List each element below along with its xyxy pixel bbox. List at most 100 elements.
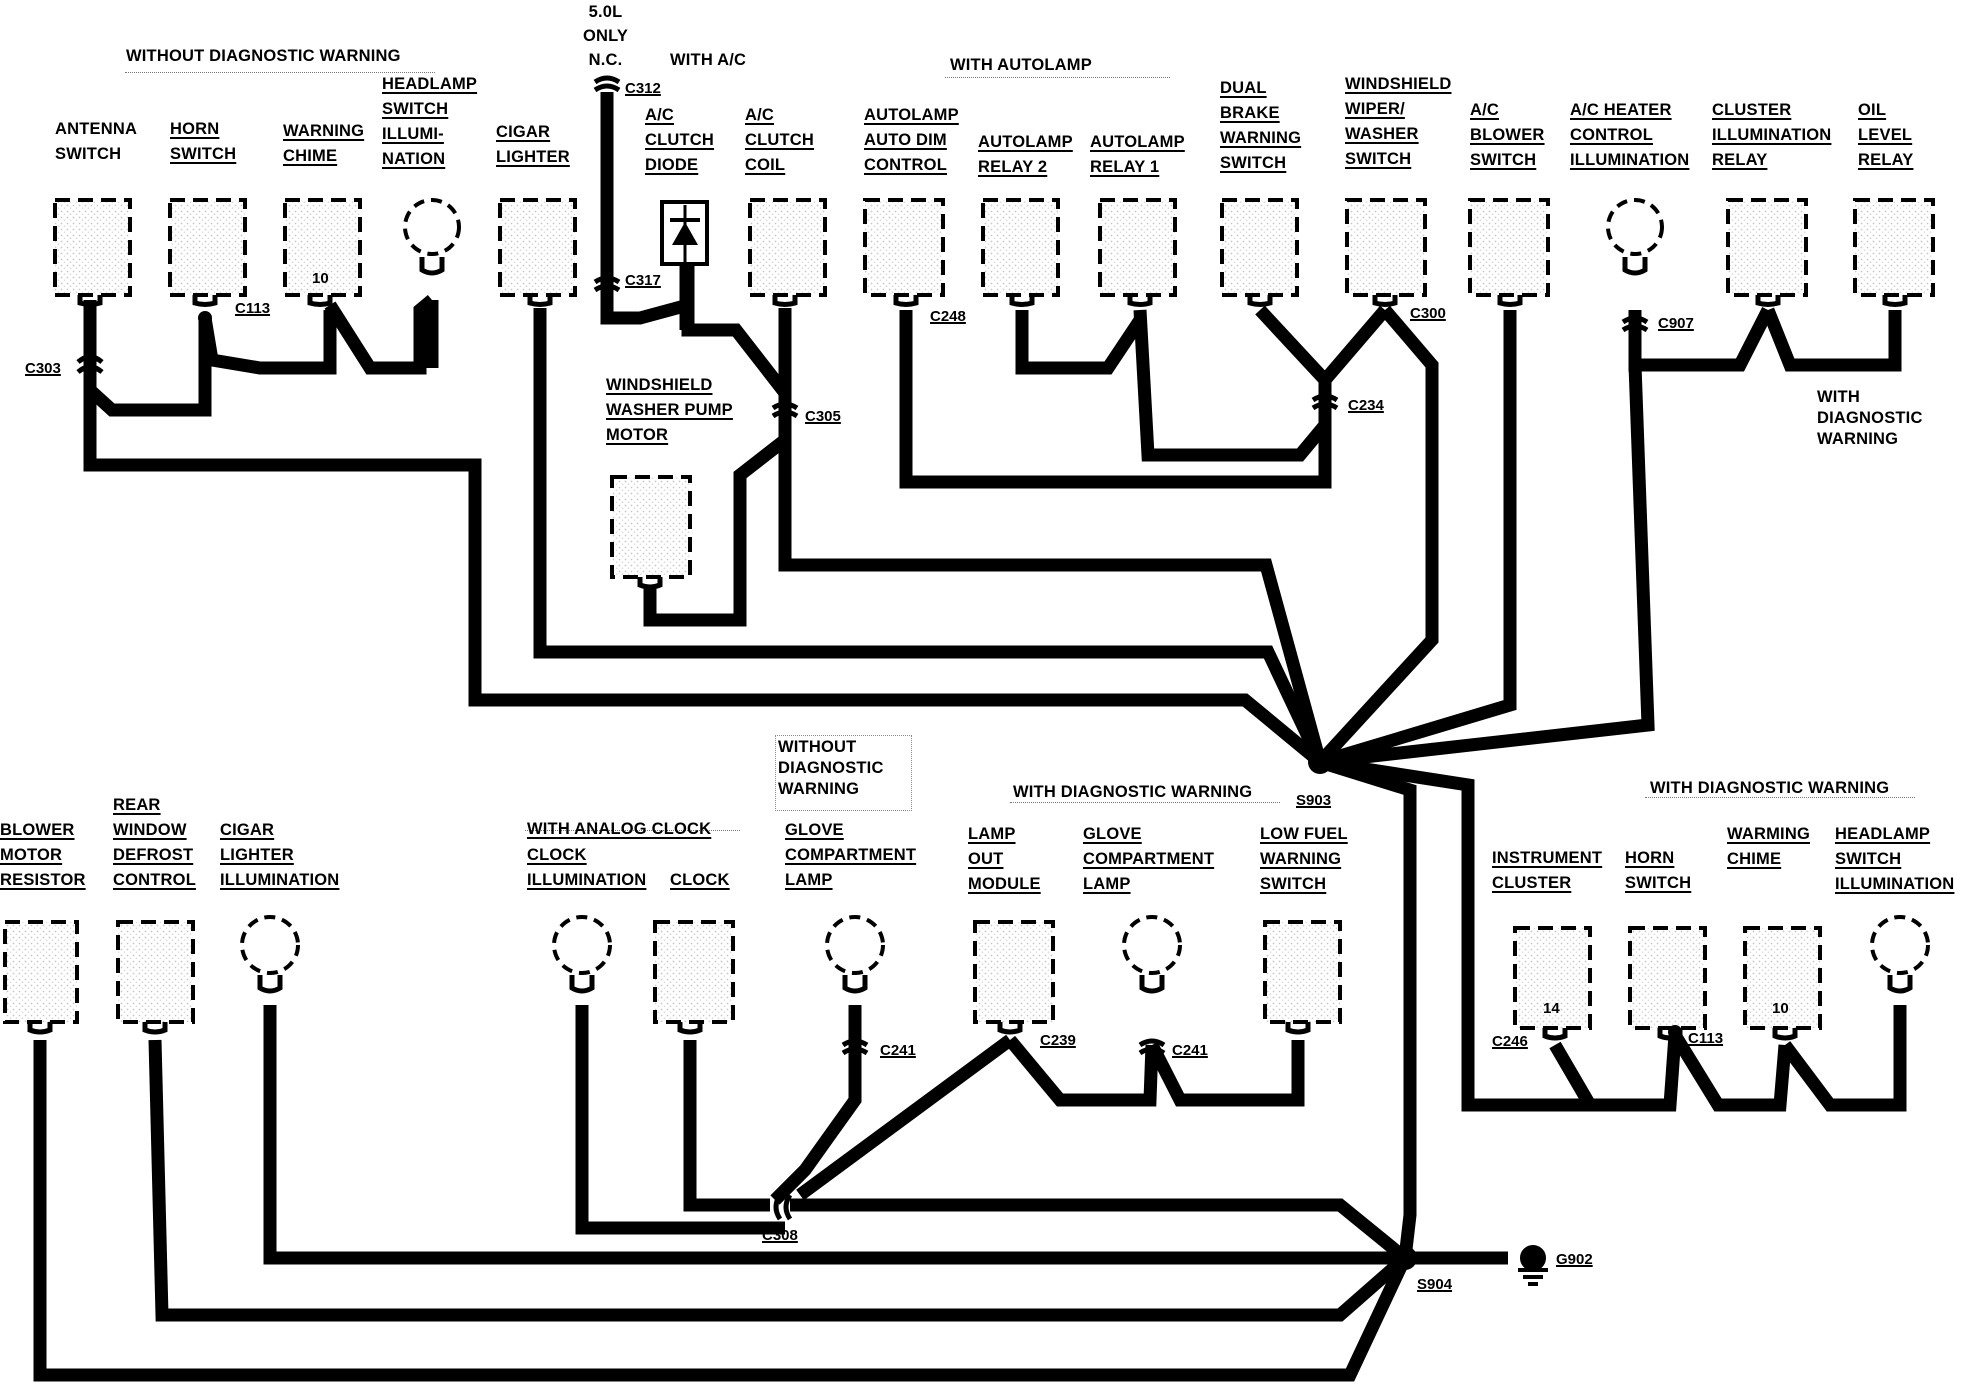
clock-box (653, 920, 735, 1024)
with-diag-mid-divider (1010, 802, 1280, 803)
dual-brake-box (1220, 198, 1299, 297)
label-instrument-cluster: INSTRUMENT CLUSTER (1492, 849, 1603, 892)
connector-c113-top: C113 (235, 300, 271, 317)
label-warming-chime: WARMING CHIME (1727, 825, 1810, 868)
group-title-with-analog-clock: WITH ANALOG CLOCK (527, 820, 712, 838)
ac-blower-box (1468, 198, 1550, 297)
group-title-5-0l-only: 5.0L ONLY N.C. (583, 3, 629, 69)
glove-lamp-b-bulb (1122, 915, 1182, 975)
blower-resistor-box (3, 920, 79, 1024)
group-title-with-diag-mid: WITH DIAGNOSTIC WARNING (1013, 783, 1253, 801)
connector-c241-a: C241 (880, 1042, 916, 1059)
splice-s903-label: S903 (1296, 792, 1332, 809)
wiper-switch-box (1345, 198, 1427, 297)
label-ac-clutch-diode: A/C CLUTCH DIODE (645, 106, 715, 174)
cigar-lighter-box (498, 198, 577, 297)
label-clock-illumination: CLOCK ILLUMINATION (527, 846, 647, 889)
analog-clock-divider (525, 830, 740, 831)
label-glove-compartment-lamp-a: GLOVE COMPARTMENT LAMP (785, 821, 917, 889)
label-windshield-wiper-washer-switch: WINDSHIELD WIPER/ WASHER SWITCH (1345, 75, 1452, 168)
connector-c248: C248 (930, 308, 966, 325)
label-cigar-lighter-illumination: CIGAR LIGHTER ILLUMINATION (220, 821, 340, 889)
ac-clutch-coil-box (748, 198, 827, 297)
connector-c300: C300 (1410, 305, 1446, 322)
label-horn-switch: HORN SWITCH (170, 120, 237, 163)
pin-dots (198, 311, 1682, 1039)
autolamp-dim-box (863, 198, 945, 297)
warming-chime-box (1743, 926, 1822, 1030)
group-title-without-diag-mid: WITHOUT DIAGNOSTIC WARNING (778, 738, 884, 798)
connector-c113-bottom: C113 (1688, 1030, 1724, 1047)
ac-clutch-diode-symbol (660, 200, 709, 266)
horn-switch-box (168, 198, 247, 297)
headlamp-switch-illum-bulb (403, 198, 461, 256)
group-title-without-diag-top: WITHOUT DIAGNOSTIC WARNING (126, 47, 401, 65)
ac-heater-illum-bulb (1606, 198, 1664, 256)
component-boxes (3, 198, 1935, 1030)
wires-top (83, 92, 1902, 1259)
connector-c241-b: C241 (1172, 1042, 1208, 1059)
label-dual-brake-warning-switch: DUAL BRAKE WARNING SWITCH (1220, 79, 1302, 172)
low-fuel-switch-box (1263, 920, 1342, 1024)
connector-c234: C234 (1348, 397, 1384, 414)
ground-symbol-g902 (1518, 1245, 1548, 1286)
group-title-with-autolamp: WITH AUTOLAMP (950, 56, 1092, 74)
label-headlamp-switch-illumination-b: HEADLAMP SWITCH ILLUMINATION (1835, 825, 1955, 893)
pin-number-warning-chime: 10 (312, 270, 329, 287)
label-antenna-switch: ANTENNA SWITCH (55, 120, 138, 163)
label-ac-clutch-coil: A/C CLUTCH COIL (745, 106, 815, 174)
group-title-with-diag-right-top: WITH DIAGNOSTIC WARNING (1817, 388, 1923, 448)
connector-c239: C239 (1040, 1032, 1076, 1049)
label-clock: CLOCK (670, 871, 730, 889)
warning-chime-box (283, 198, 362, 297)
inline-connectors (76, 75, 1649, 1221)
terminal-stubs (27, 257, 1913, 1041)
label-glove-compartment-lamp-b: GLOVE COMPARTMENT LAMP (1083, 825, 1215, 893)
label-autolamp-relay-1: AUTOLAMP RELAY 1 (1090, 133, 1185, 176)
cluster-illum-relay-box (1726, 198, 1808, 297)
connector-c246: C246 (1492, 1033, 1528, 1050)
group-title-with-ac: WITH A/C (670, 51, 747, 69)
lamp-bulbs (240, 198, 1930, 975)
horn-switch-b-box (1628, 926, 1707, 1030)
with-diag-right-divider (1645, 797, 1915, 798)
connector-c303: C303 (25, 360, 61, 377)
ground-g902-label: G902 (1556, 1251, 1593, 1268)
label-ac-heater-control-illumination: A/C HEATER CONTROL ILLUMINATION (1570, 101, 1690, 169)
clock-illum-bulb (552, 915, 612, 975)
splice-s904-label: S904 (1417, 1276, 1453, 1293)
autolamp-relay1-box (1098, 198, 1177, 297)
without-diag-mid-frame (775, 735, 912, 811)
cigar-lighter-illum-bulb (240, 915, 300, 975)
connector-c317: C317 (625, 272, 661, 289)
antenna-switch-box (53, 198, 132, 297)
label-windshield-washer-pump-motor: WINDSHIELD WASHER PUMP MOTOR (606, 376, 733, 444)
defrost-control-box (116, 920, 195, 1024)
label-headlamp-switch-illumination: HEADLAMP SWITCH ILLUMI- NATION (382, 75, 478, 168)
label-lamp-out-module: LAMP OUT MODULE (968, 825, 1041, 893)
splice-s903 (1308, 750, 1332, 774)
label-rear-window-defrost-control: REAR WINDOW DEFROST CONTROL (113, 796, 196, 889)
instrument-cluster-box (1513, 926, 1592, 1030)
connector-c907: C907 (1658, 315, 1694, 332)
with-autolamp-divider (945, 77, 1170, 78)
connector-c305: C305 (805, 408, 841, 425)
connector-c308: C308 (762, 1227, 798, 1244)
label-cluster-illumination-relay: CLUSTER ILLUMINATION RELAY (1712, 101, 1832, 169)
pin-number-instrument-cluster: 14 (1543, 1000, 1560, 1017)
washer-pump-box (610, 475, 692, 579)
label-warning-chime: WARNING CHIME (283, 122, 365, 165)
oil-level-relay-box (1853, 198, 1935, 297)
pin-number-warming-chime: 10 (1772, 1000, 1789, 1017)
label-ac-blower-switch: A/C BLOWER SWITCH (1470, 101, 1545, 169)
label-horn-switch-b: HORN SWITCH (1625, 849, 1692, 892)
lamp-out-module-box (973, 920, 1055, 1024)
connector-c312: C312 (625, 80, 661, 97)
without-diag-top-divider (125, 72, 435, 73)
label-blower-motor-resistor: BLOWER MOTOR RESISTOR (0, 821, 86, 889)
label-cigar-lighter: CIGAR LIGHTER (496, 123, 570, 166)
label-autolamp-relay-2: AUTOLAMP RELAY 2 (978, 133, 1073, 176)
label-low-fuel-warning-switch: LOW FUEL WARNING SWITCH (1260, 825, 1348, 893)
headlamp-illum-b-bulb (1870, 915, 1930, 975)
